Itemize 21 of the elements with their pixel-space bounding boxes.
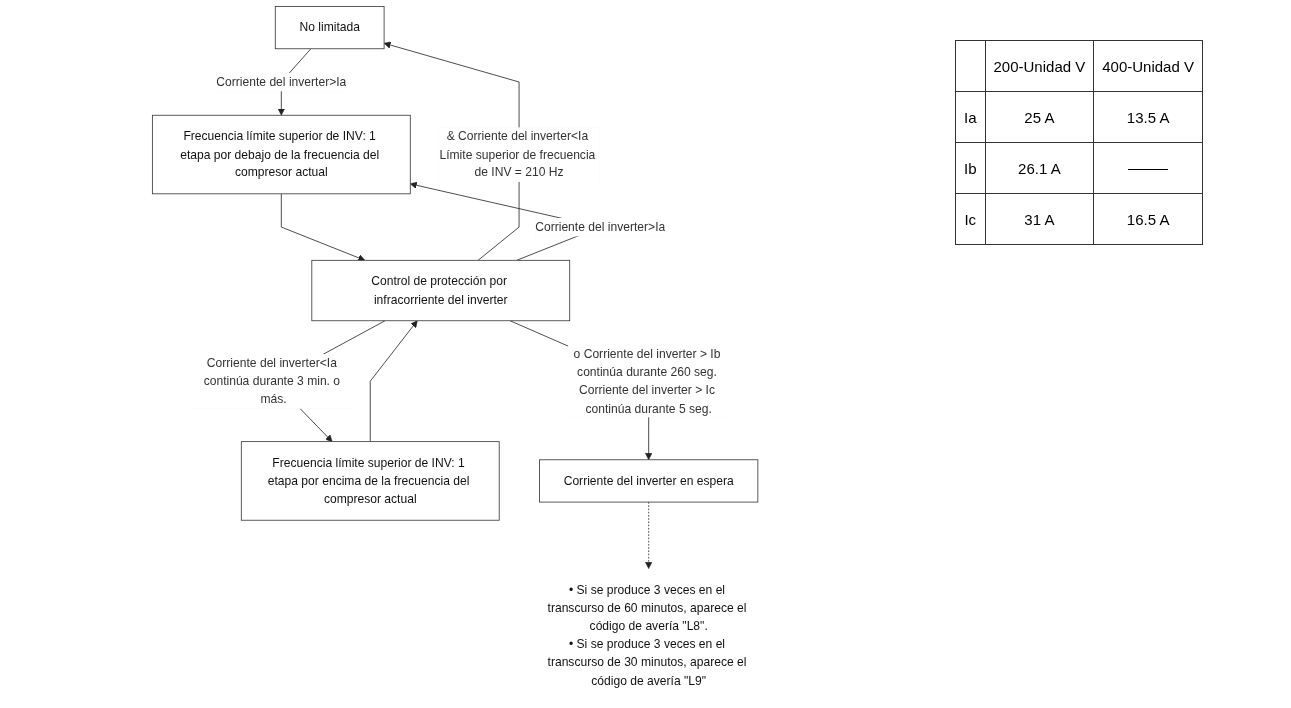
edge-label: o Corriente del inverter > Ib continúa durante 260 seg. Corriente del inverter > Ic continúa durante 5 seg. (573, 346, 721, 415)
edge-label: Corriente del inverter>Ia (216, 74, 347, 89)
edge-label: Corriente del inverter>Ia (535, 219, 666, 234)
row-header: Ib (955, 142, 985, 194)
edge-label: & Corriente del inverter<Ia Límite superior de frecuencia de INV = 210 Hz (439, 128, 596, 179)
table-value: 26.1 A (985, 142, 1094, 194)
node-box: Corriente del inverter en espera (539, 459, 759, 503)
row-header: Ia (955, 91, 985, 143)
column-header: 400-Unidad V (1093, 40, 1203, 92)
edge-label: Corriente del inverter<Ia continúa durante 3 min. o más. (203, 355, 341, 406)
table-value: 13.5 A (1093, 91, 1203, 143)
table-value: 16.5 A (1093, 193, 1203, 245)
row-header: Ic (955, 193, 985, 245)
table-value: 31 A (985, 193, 1094, 245)
node-box: Frecuencia límite superior de INV: 1 etapa por encima de la frecuencia del compresor actual (240, 441, 500, 521)
column-header: 200-Unidad V (985, 40, 1094, 92)
node-box: No limitada (274, 6, 385, 50)
node-box: Frecuencia límite superior de INV: 1 etapa por debajo de la frecuencia del compresor actual (151, 114, 411, 195)
node-text: • Si se produce 3 veces en el transcurso de 60 minutos, aparece el código de avería "L8". • Si se produce 3 veces en el transcurso de 30 minutos, aparece el código de avería "L9" (547, 582, 747, 687)
node-box: Control de protección por infracorriente del inverter (311, 259, 571, 322)
table-value: 25 A (985, 91, 1094, 143)
